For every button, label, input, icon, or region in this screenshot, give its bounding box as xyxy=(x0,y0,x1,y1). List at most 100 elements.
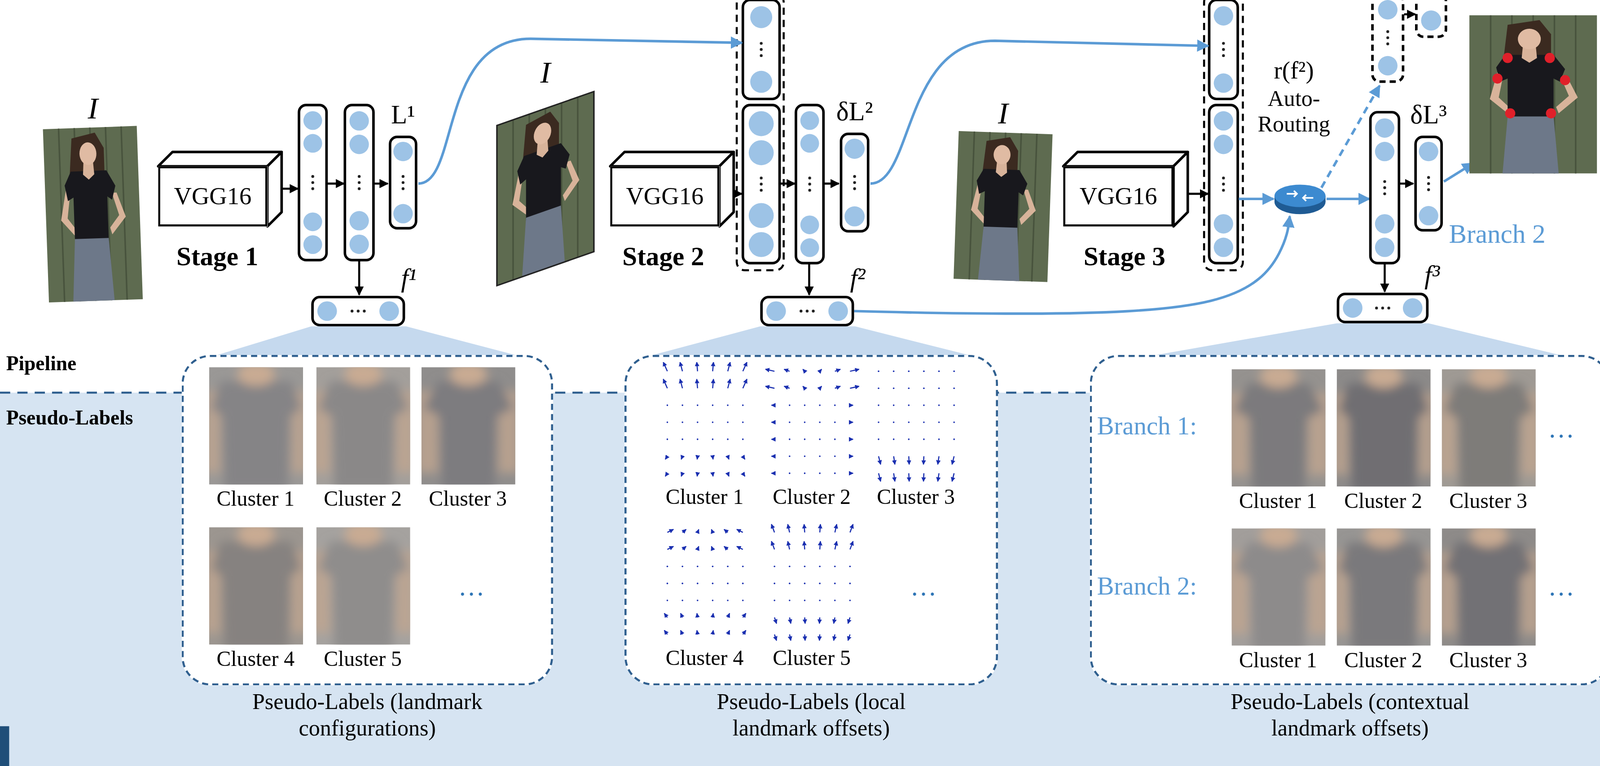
offset-dot xyxy=(877,369,880,372)
router-arrows xyxy=(1286,190,1314,202)
offset-vector xyxy=(712,630,713,635)
offset-vector xyxy=(849,472,853,474)
offset-vector xyxy=(849,540,853,550)
landmark-dot xyxy=(1492,73,1503,84)
offset-dot xyxy=(952,369,955,372)
pseudo-label-panel: Pseudo-Labels (local landmark offsets)Cl… xyxy=(624,355,998,686)
shirt xyxy=(317,380,409,484)
offset-dot xyxy=(711,421,713,423)
offset-dot xyxy=(696,404,699,406)
column-outline xyxy=(795,105,824,264)
offset-vector xyxy=(680,630,682,635)
ellipsis-dot xyxy=(808,189,811,192)
ellipsis-dot xyxy=(759,54,763,58)
column-outline xyxy=(344,105,374,260)
photo-ground xyxy=(1469,15,1597,174)
offset-dot xyxy=(788,455,791,458)
offset-dot xyxy=(818,472,821,475)
flow-arrow xyxy=(1400,182,1414,185)
feature-vector: f¹ xyxy=(311,295,405,327)
feature-column xyxy=(795,105,824,264)
offset-dot xyxy=(877,421,880,423)
router-label: r(f²) xyxy=(1252,56,1335,86)
cluster-label: Cluster 5 xyxy=(323,646,402,673)
ellipsis-dot xyxy=(311,187,314,190)
offset-dot xyxy=(937,438,940,440)
node-graphic xyxy=(1414,135,1443,232)
panel-caption: Pseudo-Labels (landmark configurations) xyxy=(233,688,502,743)
offset-dot xyxy=(711,438,713,440)
offset-vector xyxy=(789,634,791,641)
offset-vector xyxy=(679,361,682,371)
offset-vector xyxy=(764,369,774,372)
offset-vector xyxy=(770,455,774,457)
node-graphic xyxy=(956,132,1051,281)
offset-dot xyxy=(726,438,729,440)
ellipsis: … xyxy=(1547,571,1575,604)
flow-arrow xyxy=(824,182,840,185)
offset-vector xyxy=(664,473,668,477)
output-label: δL³ xyxy=(1410,98,1447,131)
offset-dot xyxy=(773,599,775,602)
ellipsis-dot xyxy=(811,309,815,313)
offset-dot xyxy=(848,582,851,585)
neuron xyxy=(349,234,369,255)
column-outline xyxy=(298,105,327,260)
flow-arrow xyxy=(281,187,298,190)
router-top xyxy=(1274,184,1326,207)
offset-dot xyxy=(833,455,836,458)
offset-vector xyxy=(723,529,728,533)
ellipsis-dot xyxy=(357,175,361,178)
offset-vector xyxy=(727,473,729,477)
neuron xyxy=(800,238,820,258)
offset-dot xyxy=(741,565,744,568)
offset-vector xyxy=(681,545,686,550)
offset-vector xyxy=(696,613,697,618)
offset-vector xyxy=(723,545,728,550)
neuron xyxy=(800,134,820,154)
offset-dot xyxy=(711,565,713,568)
face xyxy=(1517,28,1541,50)
photo xyxy=(43,126,143,303)
node-graphic xyxy=(421,366,515,484)
node-graphic xyxy=(764,523,859,644)
ellipsis-dot xyxy=(1383,180,1386,183)
offset-dot xyxy=(937,404,940,406)
ellipsis-dot xyxy=(1386,30,1390,33)
ellipsis-dot xyxy=(1221,48,1225,51)
ellipsis-dot xyxy=(759,41,763,45)
offset-vector xyxy=(783,369,789,372)
offset-dot xyxy=(773,565,775,568)
offset-vector xyxy=(819,540,820,550)
ellipsis-dot xyxy=(852,175,856,178)
offset-dot xyxy=(833,404,836,406)
offset-vector xyxy=(711,456,713,460)
offset-dot xyxy=(833,582,836,585)
offset-vector xyxy=(907,456,910,465)
neck xyxy=(1259,527,1297,547)
offset-dot xyxy=(741,404,744,406)
shirt xyxy=(210,380,301,484)
ellipsis-dot xyxy=(1427,188,1430,192)
offset-vector xyxy=(770,404,774,406)
cluster-sample: Cluster 1 xyxy=(208,366,303,484)
offset-dot xyxy=(892,369,895,372)
neuron xyxy=(1419,141,1439,162)
cluster-label: Cluster 1 xyxy=(216,486,295,512)
offset-vector xyxy=(847,634,850,641)
ellipsis-dot xyxy=(1221,182,1225,186)
neck xyxy=(343,366,382,386)
offset-vector xyxy=(727,378,730,388)
offset-dot xyxy=(696,438,699,440)
offset-dot xyxy=(877,386,880,389)
cluster-sample: Cluster 1 xyxy=(657,361,752,483)
neck xyxy=(1469,369,1508,388)
auto-routing-switch: r(f²)Auto-Routing xyxy=(1252,56,1335,217)
offset-dot xyxy=(907,404,910,406)
landmark-output-vector: δL³ xyxy=(1414,135,1443,232)
router-icon xyxy=(1252,181,1335,217)
vgg16-backbone: VGG16 xyxy=(1063,166,1174,227)
neuron xyxy=(1213,134,1234,154)
offset-dot xyxy=(788,565,791,568)
offset-dot xyxy=(681,565,683,568)
